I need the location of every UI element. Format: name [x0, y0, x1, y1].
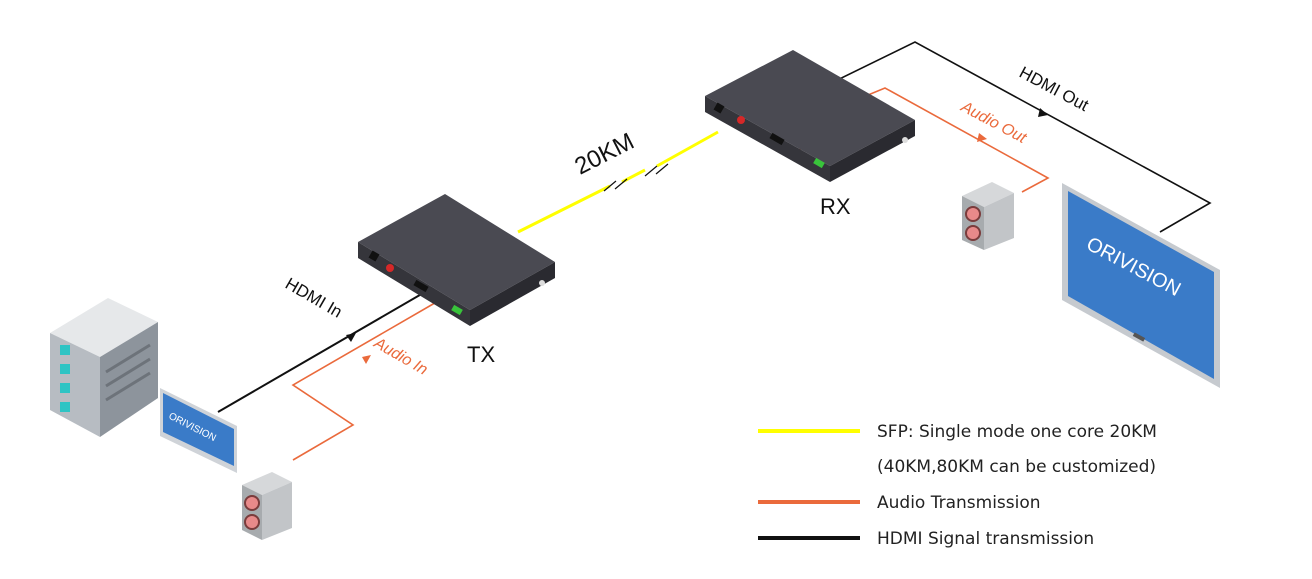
hdmi-in-cable: [217, 291, 426, 413]
audio-in-cable: [291, 299, 441, 461]
hdmi-in-label: HDMI In: [282, 274, 345, 322]
monitor-icon: ORIVISION: [160, 388, 237, 473]
arrow-icon: [346, 333, 356, 342]
distance-label: 20KM: [570, 128, 638, 181]
fiber-cable: [517, 130, 719, 234]
audio-out-label: Audio Out: [957, 98, 1029, 147]
speaker-icon: [962, 182, 1014, 250]
arrow-icon: [977, 133, 987, 142]
rx-device: [705, 50, 915, 182]
legend-item-fiber: SFP: Single mode one core 20KM: [877, 422, 1157, 442]
tx-device: [358, 194, 555, 326]
tx-label: TX: [467, 342, 495, 367]
audio-in-label: Audio In: [370, 334, 430, 379]
speaker-icon: [242, 472, 292, 540]
monitor-icon: ORIVISION: [1062, 183, 1220, 388]
server-icon: [50, 298, 158, 437]
legend-item-audio: Audio Transmission: [877, 493, 1041, 513]
legend-item-hdmi: HDMI Signal transmission: [877, 529, 1094, 549]
legend-item-fiber-note: (40KM,80KM can be customized): [877, 457, 1156, 477]
legend: SFP: Single mode one core 20KM (40KM,80K…: [758, 422, 1157, 549]
arrow-icon: [1038, 108, 1048, 117]
hdmi-out-label: HDMI Out: [1016, 63, 1092, 115]
rx-label: RX: [820, 194, 851, 219]
arrow-icon: [362, 355, 371, 364]
